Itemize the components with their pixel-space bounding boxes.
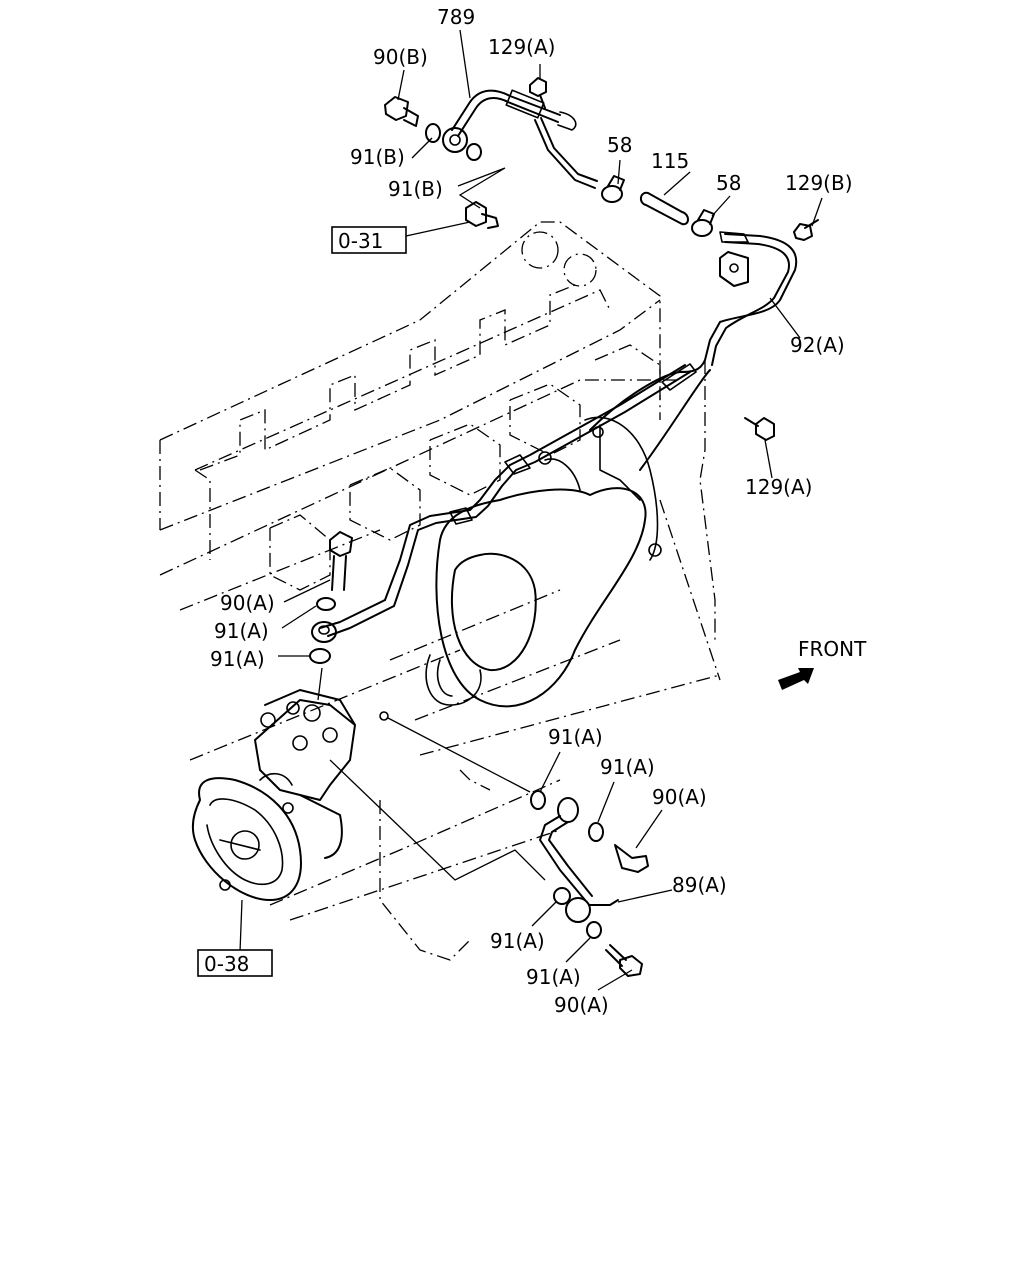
washer-91a-r1 <box>530 790 546 810</box>
fitting-0-31 <box>465 201 499 229</box>
bolt-90b <box>384 96 419 127</box>
label-91b-2: 91(B) <box>388 177 443 201</box>
front-arrow-icon <box>778 668 814 690</box>
pipe-89a <box>539 797 619 923</box>
clamp-58-1 <box>601 175 625 203</box>
hose-115 <box>640 191 689 226</box>
label-90a-left: 90(A) <box>220 591 275 615</box>
label-91b-1: 91(B) <box>350 145 405 169</box>
washer-91a-r2 <box>588 822 604 842</box>
label-129a-mid: 129(A) <box>745 475 812 499</box>
label-789: 789 <box>437 5 475 29</box>
bolt-129b <box>793 219 819 241</box>
label-129a-top: 129(A) <box>488 35 555 59</box>
banjo-fitting-left <box>311 621 337 643</box>
washer-91a-r3 <box>553 887 571 905</box>
label-90b: 90(B) <box>373 45 428 69</box>
bolt-90a-left <box>329 531 353 591</box>
bolt-90a-bottom <box>605 944 643 977</box>
washer-91a-left2 <box>309 648 331 664</box>
engine-block-outline <box>159 221 721 961</box>
bolt-129a-top <box>529 77 547 109</box>
label-front: FRONT <box>798 637 867 661</box>
label-91a-left1: 91(A) <box>214 619 269 643</box>
leader-lines <box>239 29 823 991</box>
pipe-92a <box>319 231 798 637</box>
washer-91a-r4 <box>586 921 602 939</box>
washer-91b-2 <box>466 143 482 161</box>
label-91a-r1: 91(A) <box>548 725 603 749</box>
washer-91a-left1 <box>316 597 336 611</box>
label-58-1: 58 <box>607 133 632 157</box>
label-90a-bot: 90(A) <box>554 993 609 1017</box>
bolt-90a-right <box>614 844 649 873</box>
label-115: 115 <box>651 149 689 173</box>
label-129b: 129(B) <box>785 171 853 195</box>
label-91a-r3: 91(A) <box>490 929 545 953</box>
label-91a-r4: 91(A) <box>526 965 581 989</box>
washer-91b-1 <box>425 123 441 143</box>
label-89a: 89(A) <box>672 873 727 897</box>
clamp-58-2 <box>691 209 715 237</box>
pipe-789 <box>442 89 598 189</box>
label-90a-r: 90(A) <box>652 785 707 809</box>
air-compressor <box>191 689 356 901</box>
ref-0-38: 0-38 <box>204 952 249 976</box>
callout-labels: 789 90(B) 129(A) 91(B) 91(B) 58 115 58 1… <box>197 5 867 1017</box>
label-91a-r2: 91(A) <box>600 755 655 779</box>
ref-0-31: 0-31 <box>338 229 383 253</box>
label-92a: 92(A) <box>790 333 845 357</box>
label-58-2: 58 <box>716 171 741 195</box>
bolt-129a-mid <box>744 417 775 441</box>
turbocharger <box>425 369 711 708</box>
label-91a-left2: 91(A) <box>210 647 265 671</box>
